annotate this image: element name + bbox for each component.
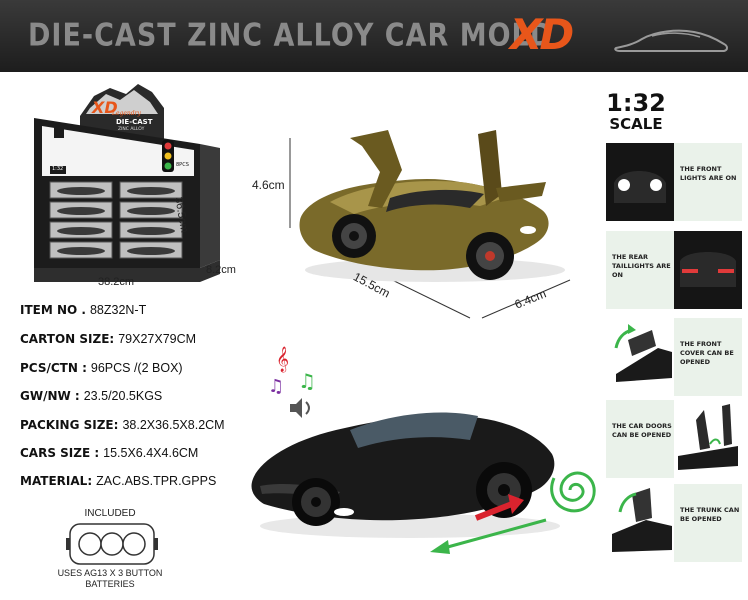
feature-doors-image — [674, 400, 742, 478]
gold-car-wheels — [332, 214, 514, 280]
scale-badge: 1:32 SCALE — [596, 90, 676, 132]
feature-front-cover-image — [606, 318, 674, 396]
spec-material: MATERIAL:ZAC.ABS.TPR.GPPS — [20, 474, 217, 488]
speaker-icon — [290, 398, 310, 418]
traffic-light-icon — [162, 140, 174, 172]
spec-carton-size: CARTON SIZE:79X27X79CM — [20, 332, 197, 346]
scale-word: SCALE — [609, 115, 663, 133]
box-width-label: 38.2cm — [98, 276, 135, 288]
music-notes-icon: ♫ — [298, 369, 316, 393]
motion-arrows — [430, 471, 596, 554]
music-note-icon: ♫ — [268, 376, 284, 397]
sound-icons: 𝄞 ♫ ♫ — [268, 346, 316, 418]
feature-front-lights: THE FRONT LIGHTS ARE ON — [606, 143, 742, 221]
battery-usage-label-1: USES AG13 X 3 BUTTON — [57, 568, 163, 578]
gold-car-door-left — [350, 130, 402, 208]
width-dimension-line — [481, 279, 571, 319]
header-title: DIE-CAST ZINC ALLOY CAR MOLD — [28, 18, 554, 54]
spec-cars-size: CARS SIZE :15.5X6.4X4.6CM — [20, 446, 199, 460]
header-banner: DIE-CAST ZINC ALLOY CAR MOLD XD — [0, 0, 748, 72]
display-box-count-tag: 8PCS — [176, 162, 189, 168]
display-box-scale-tag: 1:32 — [52, 166, 64, 172]
display-box-script-label: Legendry — [112, 110, 141, 117]
feature-doors: THE CAR DOORS CAN BE OPENED — [606, 400, 742, 478]
brand-logo: XD — [510, 10, 574, 59]
display-box-brand-sub: ZINC ALLOY — [118, 127, 145, 132]
feature-trunk-image — [606, 484, 674, 562]
spec-item-no: ITEM NO .88Z32N-T — [20, 303, 147, 317]
feature-rear-lights-image — [674, 231, 742, 309]
feature-front-cover: THE FRONT COVER CAN BE OPENED — [606, 318, 742, 396]
red-arrow-icon — [474, 494, 524, 521]
car-height-label: 4.6cm — [252, 178, 285, 192]
feature-caption: THE REAR TAILLIGHTS ARE ON — [612, 253, 671, 279]
spec-packing-size: PACKING SIZE:38.2X36.5X8.2CM — [20, 418, 225, 432]
black-car-headlight — [334, 508, 354, 516]
display-box-brand-label: DIE-CAST — [116, 118, 153, 126]
green-spiral-icon — [550, 471, 596, 513]
feature-caption: THE TRUNK CAN BE OPENED — [680, 506, 740, 523]
display-box-logo: XD — [92, 98, 118, 117]
car-silhouette-icon — [614, 29, 728, 52]
scale-number: 1:32 — [606, 89, 666, 117]
feature-caption: THE CAR DOORS CAN BE OPENED — [612, 422, 672, 439]
gold-car-front-cover — [496, 182, 546, 202]
green-arrow-icon — [430, 518, 547, 554]
battery-usage-label-2: BATTERIES — [85, 579, 135, 589]
feature-caption: THE FRONT LIGHTS ARE ON — [680, 165, 737, 182]
spec-pcs-ctn: PCS/CTN :96PCS /(2 BOX) — [20, 361, 183, 375]
feature-caption: THE FRONT COVER CAN BE OPENED — [680, 340, 734, 366]
display-box-illustration — [34, 84, 220, 282]
box-badge-icon — [54, 126, 64, 138]
treble-clef-icon: 𝄞 — [276, 346, 289, 372]
feature-trunk: THE TRUNK CAN BE OPENED — [606, 484, 742, 562]
spec-gw-nw: GW/NW :23.5/20.5KGS — [20, 389, 163, 403]
feature-front-lights-image — [606, 143, 674, 221]
battery-included-label: INCLUDED — [84, 508, 136, 519]
gold-car-door-right — [478, 130, 502, 206]
box-height-label: 8.2cm — [206, 264, 236, 276]
black-car-illustration — [251, 412, 560, 538]
battery-icon — [66, 523, 158, 565]
gold-car-illustration — [289, 130, 571, 319]
feature-rear-lights: THE REAR TAILLIGHTS ARE ON — [606, 231, 742, 309]
